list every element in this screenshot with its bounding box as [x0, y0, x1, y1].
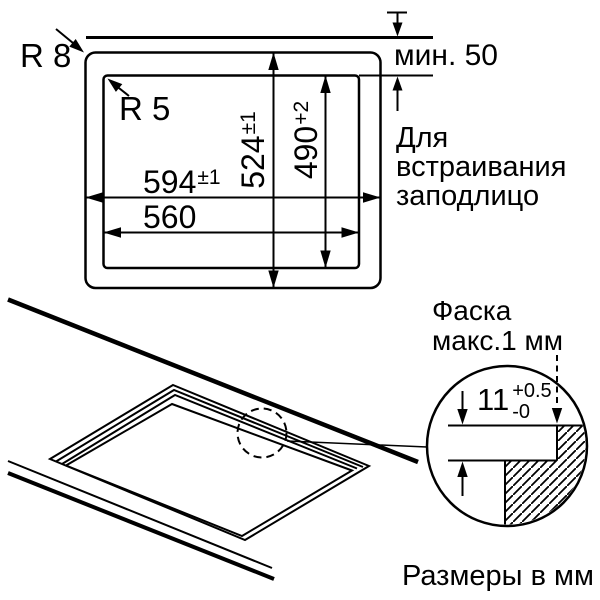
detail-leader-line [286, 440, 428, 448]
arrowhead [103, 227, 121, 238]
radius-cutout-leader [107, 78, 130, 97]
perspective-view-linework [7, 297, 428, 581]
flush-mount-note: Для встраивания заподлицо [396, 122, 567, 212]
tolerance: +2 [290, 100, 314, 125]
worktop-back-edge [7, 297, 419, 465]
arrowhead [457, 409, 468, 425]
arrowhead [320, 75, 331, 93]
arrowhead [268, 270, 279, 288]
arrowhead [392, 22, 403, 37]
dimension-cutout-depth [320, 75, 331, 268]
arrowhead [85, 192, 103, 203]
arrowhead [107, 78, 123, 92]
outer-radius-label: R 8 [20, 37, 72, 74]
dimension-appliance-width [85, 192, 381, 203]
recess-step-line-2 [61, 393, 358, 470]
chamfer-note: Фаска макс.1 мм [432, 295, 564, 356]
tolerance-stack: +0.5-0 [512, 380, 552, 423]
arrowhead [69, 39, 84, 53]
worktop-front-edge-top [7, 460, 273, 569]
dimension-appliance-depth [268, 52, 279, 288]
cutout-hole-outline [63, 402, 355, 538]
appliance-depth-label: 524±1 [235, 111, 272, 189]
detail-callout-circle [236, 407, 288, 459]
cutout-radius-label: R 5 [119, 90, 171, 127]
arrowhead [392, 76, 403, 91]
worktop-front-edge-bottom [7, 471, 275, 581]
wall-clearance-label: мин. 50 [394, 39, 498, 72]
recess-rim-outline [47, 383, 372, 542]
tolerance: ±1 [197, 166, 221, 189]
arrowhead [363, 192, 381, 203]
dimension-cutout-width [103, 227, 359, 238]
radius-outer-leader [55, 28, 84, 53]
arrowhead [551, 408, 563, 424]
dimension-recess-depth [457, 391, 468, 496]
tolerance: ±1 [237, 111, 261, 135]
plan-view-linework [55, 11, 433, 290]
arrowhead [457, 461, 468, 477]
appliance-width-label: 594±1 [143, 164, 221, 200]
cutout-width-label: 560 [143, 199, 197, 235]
arrowhead [268, 52, 279, 70]
arrowhead [341, 227, 359, 238]
arrowhead [320, 250, 331, 268]
units-note: Размеры в мм [402, 560, 594, 592]
cutout-depth-label: 490+2 [288, 100, 325, 180]
recess-depth-label: 11+0.5-0 [477, 380, 552, 423]
dimension-min50 [387, 11, 407, 111]
cutout-outline [102, 74, 361, 270]
appliance-outline [84, 51, 382, 290]
chamfer-leader [551, 355, 563, 424]
